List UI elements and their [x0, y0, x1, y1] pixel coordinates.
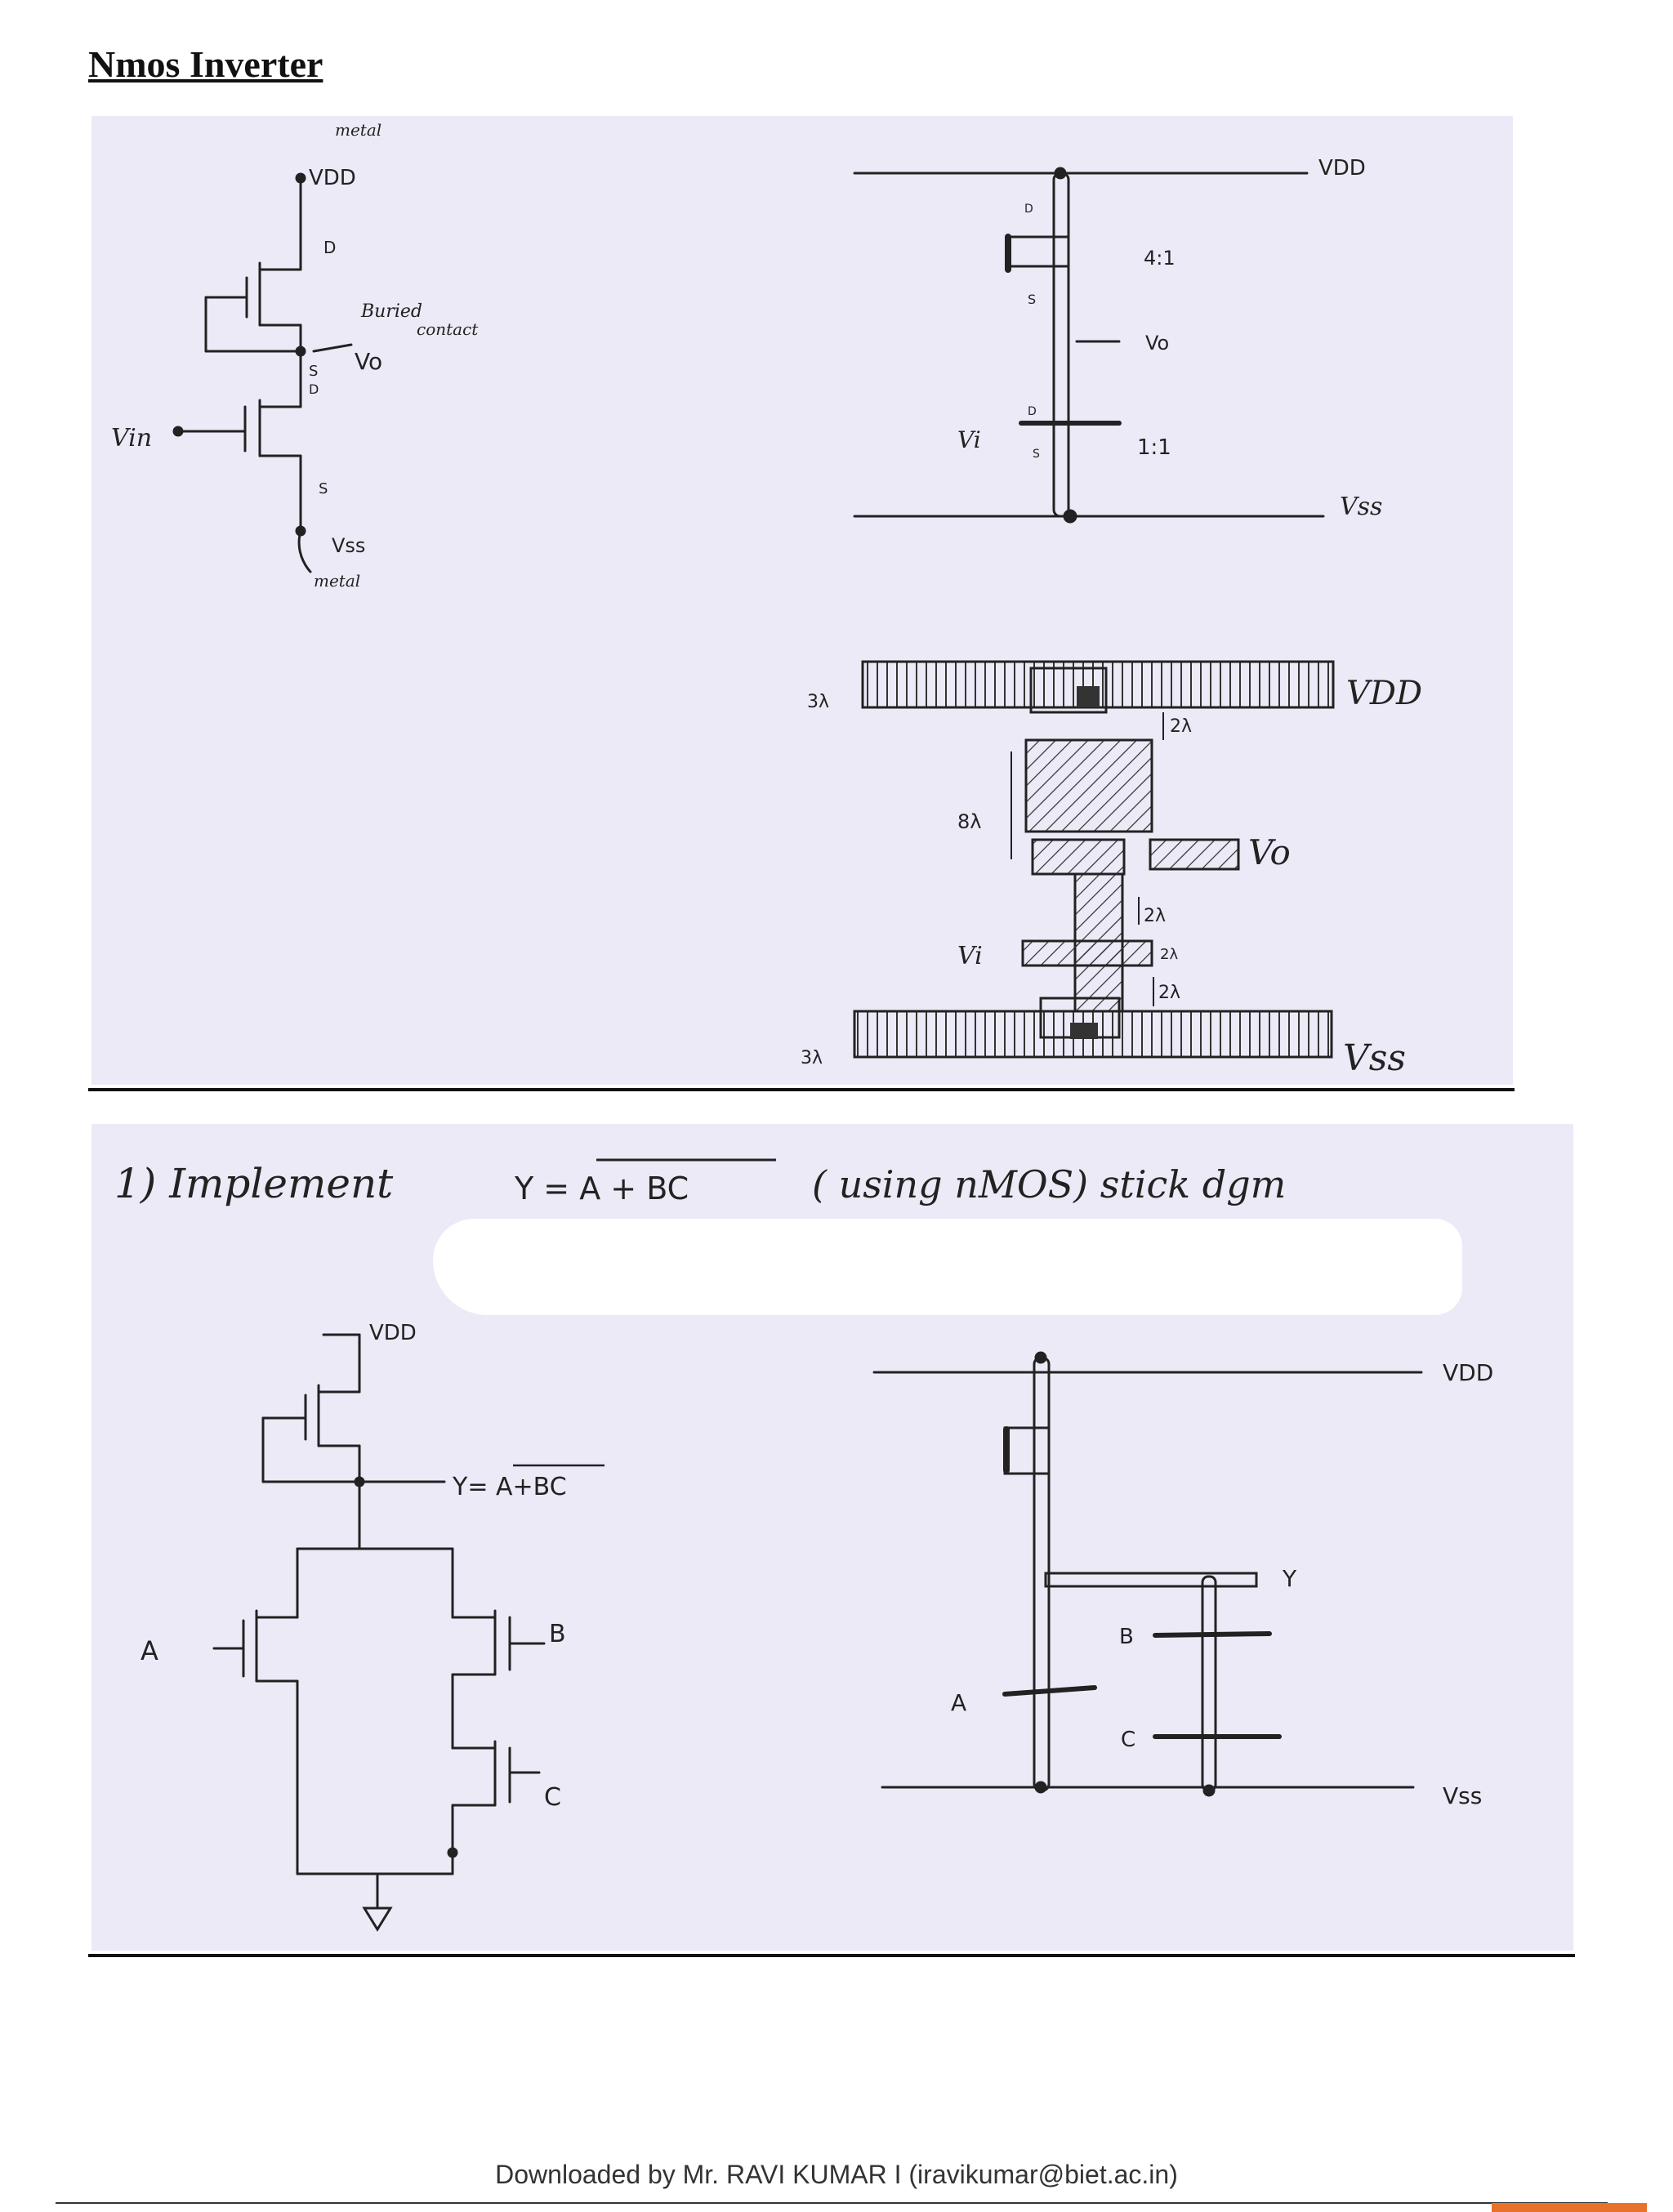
schematic-vdd-label: VDD — [309, 166, 356, 190]
download-footer: Downloaded by Mr. RAVI KUMAR I (iravikum… — [495, 2160, 1178, 2189]
stick-vi-label: Vi — [957, 426, 981, 453]
inverter-layout-diagram — [853, 660, 1335, 1059]
exercise-stick-b: B — [1119, 1625, 1134, 1649]
exercise-stick-vss: Vss — [1443, 1782, 1482, 1809]
inverter-schematic — [176, 176, 353, 573]
ratio-top-label: 4:1 — [1144, 247, 1176, 270]
inverter-stick-diagram — [853, 172, 1325, 518]
layout-vdd-label: VDD — [1346, 675, 1422, 712]
source-label-mid: S — [309, 363, 318, 380]
layout-vi-label: Vi — [957, 942, 983, 970]
stick-drain-label-2: D — [1028, 405, 1037, 418]
exercise-method: ( using nMOS) stick dgm — [812, 1162, 1286, 1206]
section-divider-top — [88, 1088, 1515, 1091]
exercise-input-c: C — [544, 1783, 561, 1812]
inverter-scan-image — [91, 116, 1513, 1085]
exercise-input-a: A — [141, 1635, 158, 1666]
layout-gap-bottom: 2λ — [1158, 983, 1180, 1003]
layout-gate-ext: 2λ — [1160, 946, 1178, 963]
exercise-stick-y: Y — [1282, 1565, 1297, 1592]
buried-note: Buried — [360, 301, 422, 322]
exercise-equation: Y = A + BC — [514, 1171, 689, 1206]
layout-gap-top: 2λ — [1170, 716, 1192, 737]
stick-source-label-1: S — [1028, 292, 1036, 307]
layout-bottom-width: 3λ — [801, 1048, 823, 1068]
exercise-stick-a: A — [951, 1689, 966, 1716]
layout-top-width: 3λ — [807, 692, 829, 712]
exercise-input-b: B — [549, 1620, 566, 1648]
contact-note: contact — [417, 319, 479, 339]
redaction-patch — [433, 1219, 1462, 1315]
exercise-heading-prefix: 1) Implement — [114, 1160, 394, 1207]
footer-divider — [56, 2202, 1608, 2204]
section-divider-bottom — [88, 1954, 1575, 1957]
layout-vo-label: Vo — [1248, 832, 1291, 872]
vdd-metal-note: metal — [335, 120, 381, 140]
drain-label-mid: D — [309, 381, 319, 397]
stick-source-label-2: S — [1033, 448, 1040, 461]
page-title: Nmos Inverter — [88, 43, 323, 85]
exercise-schematic — [212, 1333, 546, 1932]
layout-length: 8λ — [957, 810, 981, 833]
stick-vdd-label: VDD — [1318, 156, 1366, 181]
schematic-vo-label: Vo — [355, 348, 382, 375]
exercise-stick-vdd: VDD — [1443, 1359, 1493, 1386]
drain-label-top: D — [323, 238, 336, 257]
stick-vo-label: Vo — [1145, 332, 1169, 355]
schematic-vss-label: Vss — [332, 534, 365, 557]
exercise-stick-c: C — [1121, 1728, 1135, 1752]
exercise-vdd-label: VDD — [369, 1321, 417, 1345]
vss-metal-note: metal — [314, 571, 360, 591]
footer-accent-bar — [1492, 2203, 1647, 2212]
schematic-vin-label: Vin — [111, 424, 152, 453]
layout-gap-mid: 2λ — [1144, 906, 1166, 926]
source-label-bottom: S — [319, 480, 328, 497]
stick-vss-label: Vss — [1340, 493, 1382, 521]
ratio-bottom-label: 1:1 — [1137, 435, 1171, 460]
stick-drain-label-1: D — [1024, 203, 1033, 216]
exercise-stick-diagram — [872, 1356, 1423, 1792]
layout-vss-label: Vss — [1343, 1037, 1406, 1079]
exercise-output-label: Y= A+BC — [452, 1473, 567, 1501]
